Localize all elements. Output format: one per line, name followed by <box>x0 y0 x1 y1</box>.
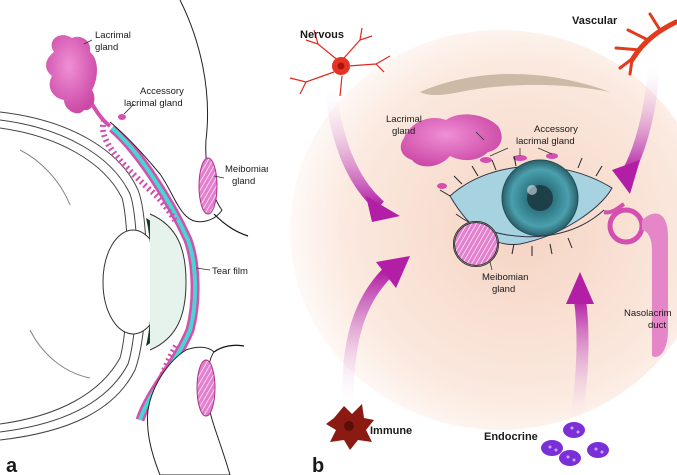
label-meibomian-gland-b-1: Meibomian <box>482 272 528 283</box>
lower-lash <box>214 345 244 352</box>
svg-text:lacrimal gland: lacrimal gland <box>516 136 575 147</box>
label-lacrimal-gland-a-2: gland <box>95 42 118 53</box>
label-meibomian-gland-a-1: Meibomian <box>225 164 271 175</box>
svg-text:Accessory: Accessory <box>140 86 184 97</box>
svg-text:Accessory: Accessory <box>534 124 578 135</box>
panel-a: Lacrimal gland Accessory lacrimal gland … <box>0 0 271 475</box>
label-meibomian-gland-a-2: gland <box>232 176 255 187</box>
meibomian-magnifier <box>454 222 498 266</box>
svg-text:duct: duct <box>648 320 666 331</box>
svg-text:gland: gland <box>232 176 255 187</box>
meibomian-gland-lower <box>197 360 215 416</box>
panel-b: Nervous Vascular Immune Endocrine Lacrim… <box>268 0 677 475</box>
svg-text:Meibomian: Meibomian <box>482 272 528 283</box>
lower-eyelid <box>148 347 231 475</box>
svg-text:gland: gland <box>95 42 118 53</box>
label-lacrimal-gland-a-1: Lacrimal <box>95 30 131 41</box>
svg-text:Meibomian: Meibomian <box>225 164 271 175</box>
svg-text:Nasolacrim: Nasolacrim <box>624 308 672 319</box>
accessory-gland-a <box>118 114 126 120</box>
svg-text:Lacrimal: Lacrimal <box>95 30 131 41</box>
panel-letter-b: b <box>312 455 324 475</box>
label-nasolacrimal-duct-1: Nasolacrim <box>624 308 672 319</box>
label-nasolacrimal-duct-2: duct <box>648 320 666 331</box>
label-lacrimal-gland-b-1: Lacrimal <box>386 114 422 125</box>
panel-letter-a: a <box>6 455 18 475</box>
label-vascular: Vascular <box>572 15 618 27</box>
label-endocrine: Endocrine <box>484 431 538 443</box>
label-tear-film: Tear film <box>212 266 248 277</box>
meibomian-gland-upper <box>199 158 217 214</box>
label-meibomian-gland-b-2: gland <box>492 284 515 295</box>
label-immune: Immune <box>370 425 412 437</box>
label-lacrimal-gland-b-2: gland <box>392 126 415 137</box>
svg-text:gland: gland <box>492 284 515 295</box>
label-accessory-gland-a-2: lacrimal gland <box>124 98 183 109</box>
label-accessory-gland-b-1: Accessory <box>534 124 578 135</box>
svg-text:gland: gland <box>392 126 415 137</box>
upper-lash <box>214 214 248 236</box>
label-nervous: Nervous <box>300 29 344 41</box>
label-accessory-gland-a-1: Accessory <box>140 86 184 97</box>
svg-text:lacrimal gland: lacrimal gland <box>124 98 183 109</box>
label-accessory-gland-b-2: lacrimal gland <box>516 136 575 147</box>
svg-text:Lacrimal: Lacrimal <box>386 114 422 125</box>
lacrimal-gland-a <box>46 35 97 113</box>
